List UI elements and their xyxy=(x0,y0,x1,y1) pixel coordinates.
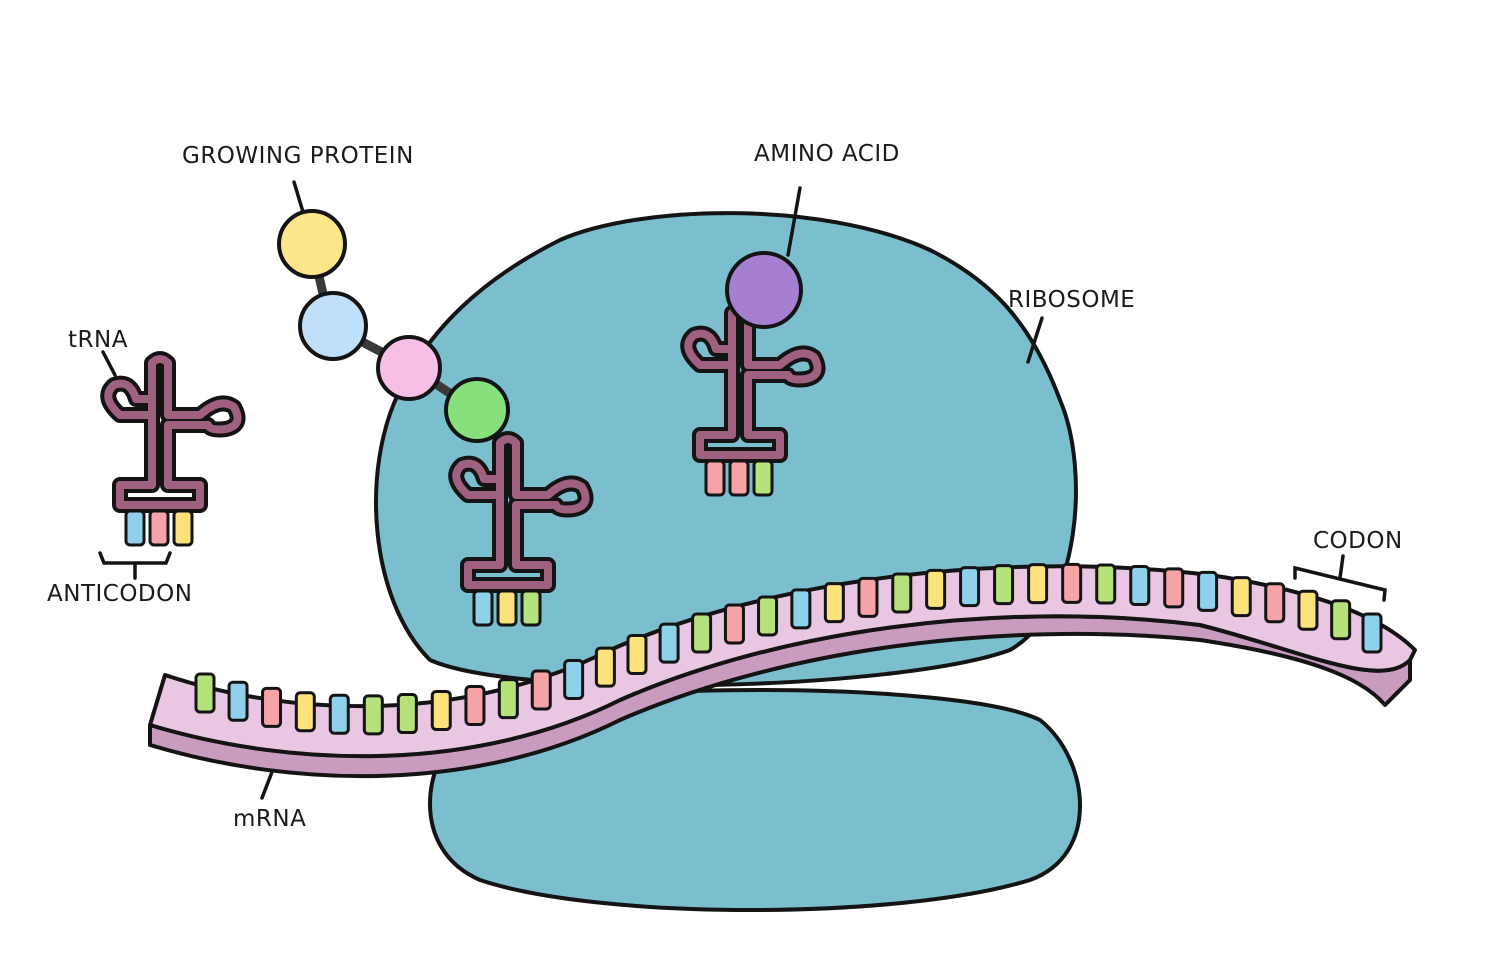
label-amino-acid: AMINO ACID xyxy=(754,141,900,167)
anticodon-base xyxy=(148,509,170,547)
label-ribosome: RIBOSOME xyxy=(1008,287,1135,313)
anticodon-bases-incoming xyxy=(704,459,774,497)
mrna-strand xyxy=(148,562,1417,779)
mrna-base xyxy=(464,684,486,726)
trna-center xyxy=(456,439,585,627)
mrna-base xyxy=(328,693,350,735)
anticodon-bases-center xyxy=(472,589,542,627)
label-codon: CODON xyxy=(1313,528,1403,554)
amino-acid-blue xyxy=(298,291,368,361)
mrna-base xyxy=(723,603,745,645)
mrna-base xyxy=(757,595,779,637)
anticodon-base xyxy=(704,459,726,497)
anticodon-base xyxy=(172,509,194,547)
amino-acid-purple xyxy=(725,251,803,329)
mrna-base xyxy=(626,633,648,675)
mrna-base xyxy=(563,659,585,701)
amino-acid-yellow xyxy=(277,209,347,279)
mrna-base xyxy=(1330,599,1352,641)
anticodon-bases-free xyxy=(124,509,194,547)
anticodon-base xyxy=(752,459,774,497)
leader-lines xyxy=(98,180,1387,800)
mrna-base xyxy=(790,588,812,630)
amino-acid-green xyxy=(444,377,510,443)
anticodon-base xyxy=(728,459,750,497)
growing-protein xyxy=(277,209,510,443)
label-anticodon: ANTICODON xyxy=(47,581,192,607)
mrna-base xyxy=(1230,576,1252,618)
mrna-base xyxy=(1197,570,1219,612)
mrna-base xyxy=(959,566,981,608)
mrna-base xyxy=(194,672,216,714)
mrna-base xyxy=(261,686,283,728)
mrna-base xyxy=(925,568,947,610)
mrna-base xyxy=(530,669,552,711)
mrna-base xyxy=(227,680,249,722)
anticodon-base xyxy=(496,589,518,627)
mrna-base xyxy=(857,576,879,618)
anticodon-base xyxy=(520,589,542,627)
label-mrna: mRNA xyxy=(233,806,306,832)
mrna-base xyxy=(1027,563,1049,605)
mrna-base xyxy=(1264,582,1286,624)
mrna-base xyxy=(1061,562,1083,604)
ribosome-small-subunit xyxy=(428,688,1082,912)
mrna-codon-bases xyxy=(194,562,1383,736)
mrna-base xyxy=(294,691,316,733)
mrna-base xyxy=(658,622,680,664)
mrna-base xyxy=(497,678,519,720)
amino-acid-pink xyxy=(376,335,442,401)
trna-incoming xyxy=(688,309,817,497)
mrna-base xyxy=(594,646,616,688)
mrna-base xyxy=(362,694,384,736)
mrna-base xyxy=(396,693,418,735)
mrna-base xyxy=(993,564,1015,606)
peptide-bonds xyxy=(307,240,480,415)
anticodon-base xyxy=(124,509,146,547)
mrna-base xyxy=(891,572,913,614)
mrna-base xyxy=(1095,563,1117,605)
label-growing-protein: GROWING PROTEIN xyxy=(182,143,414,169)
trna-free xyxy=(108,359,237,547)
mrna-base xyxy=(1361,612,1383,654)
mrna-base xyxy=(430,689,452,731)
mrna-base xyxy=(691,612,713,654)
anticodon-base xyxy=(472,589,494,627)
mrna-base xyxy=(1129,564,1151,606)
mrna-base xyxy=(823,582,845,624)
mrna-base xyxy=(1163,567,1185,609)
label-trna: tRNA xyxy=(68,327,128,353)
mrna-base xyxy=(1297,589,1319,631)
